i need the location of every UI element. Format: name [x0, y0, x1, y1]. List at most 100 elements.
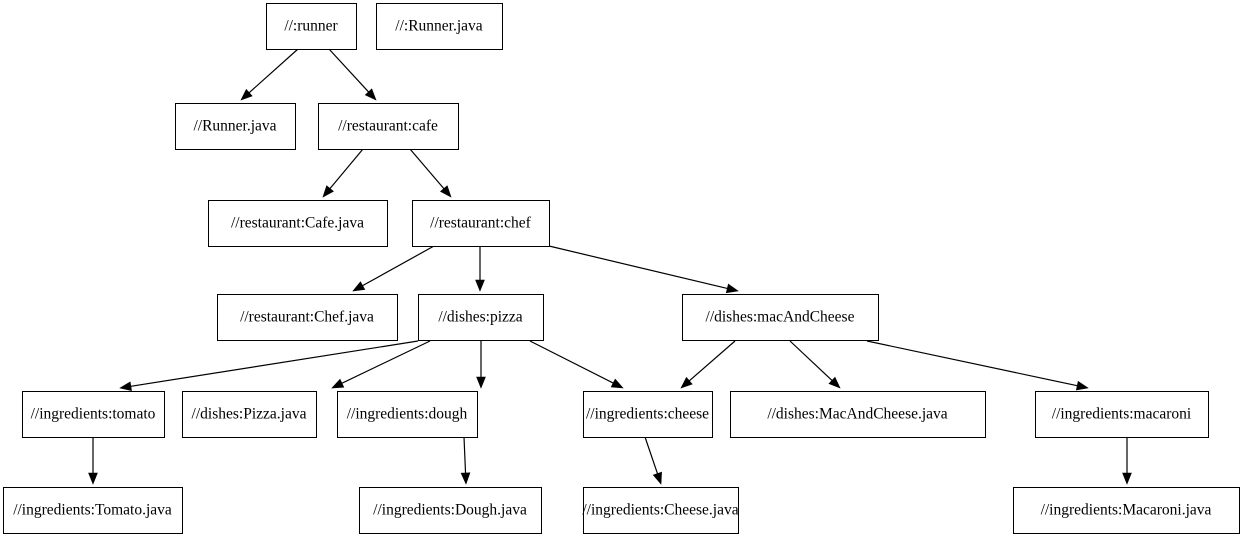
graph-node-ing_dough[interactable]: //ingredients:dough: [336, 390, 479, 439]
graph-edge: [88, 437, 98, 485]
edge-line: [688, 340, 736, 382]
node-box[interactable]: [582, 486, 740, 535]
graph-node-runner_java[interactable]: //Runner.java: [174, 102, 297, 151]
node-box[interactable]: [336, 390, 479, 439]
edge-line: [529, 340, 614, 384]
edge-line: [548, 245, 728, 290]
edge-arrowhead-icon: [460, 472, 471, 485]
edge-arrowhead-icon: [364, 88, 377, 101]
node-label: //ingredients:dough: [347, 406, 468, 423]
node-label: //ingredients:Macaroni.java: [1041, 502, 1212, 519]
node-label: //ingredients:Cheese.java: [582, 502, 738, 519]
edges-layer: [88, 48, 1132, 485]
node-label: //dishes:pizza: [438, 309, 522, 326]
edge-arrowhead-icon: [1075, 380, 1089, 391]
graph-node-ing_tomato[interactable]: //ingredients:tomato: [21, 390, 166, 439]
graph-node-dishes_mac[interactable]: //dishes:macAndCheese: [681, 293, 880, 342]
node-label: //dishes:MacAndCheese.java: [767, 406, 947, 423]
node-label: //:Runner.java: [395, 18, 483, 35]
edge-arrowhead-icon: [119, 381, 132, 392]
node-label: //restaurant:Chef.java: [240, 309, 374, 326]
node-label: //:runner: [284, 18, 338, 35]
graph-node-restaurant_cafe[interactable]: //restaurant:cafe: [317, 102, 460, 151]
graph-edge: [240, 48, 299, 101]
graph-edge: [866, 340, 1089, 391]
node-label: //Runner.java: [193, 118, 276, 135]
edge-arrowhead-icon: [725, 283, 739, 294]
graph-edge: [409, 148, 452, 198]
graph-edge: [331, 340, 431, 389]
graph-node-cheese_java[interactable]: //ingredients:Cheese.java: [582, 486, 740, 535]
node-label: //restaurant:cafe: [338, 118, 438, 135]
node-box[interactable]: [729, 390, 987, 439]
edge-arrowhead-icon: [439, 185, 452, 198]
graph-edge: [475, 246, 485, 292]
graph-edge: [352, 245, 435, 292]
graph-edge: [119, 340, 419, 392]
edge-line: [789, 340, 833, 381]
edge-arrowhead-icon: [88, 472, 98, 485]
edge-arrowhead-icon: [652, 471, 662, 485]
graph-node-tomato_java[interactable]: //ingredients:Tomato.java: [2, 486, 184, 535]
node-label: //restaurant:Cafe.java: [231, 215, 364, 232]
edge-line: [409, 148, 445, 190]
edge-line: [328, 48, 369, 93]
graph-edge: [1122, 437, 1132, 485]
graph-node-mac_java[interactable]: //dishes:MacAndCheese.java: [729, 390, 987, 439]
node-box[interactable]: [317, 102, 460, 151]
graph-node-chef_java[interactable]: //restaurant:Chef.java: [216, 293, 399, 342]
graph-node-ing_macaroni[interactable]: //ingredients:macaroni: [1034, 390, 1210, 439]
graph-node-runner_java_root[interactable]: //:Runner.java: [375, 2, 504, 51]
graph-edge: [644, 436, 662, 485]
graph-edge: [476, 341, 486, 389]
edge-line: [463, 436, 467, 474]
node-box[interactable]: [174, 102, 297, 151]
edge-arrowhead-icon: [475, 279, 485, 292]
node-box[interactable]: [2, 486, 184, 535]
graph-node-pizza_java[interactable]: //dishes:Pizza.java: [181, 390, 318, 439]
node-box[interactable]: [1034, 390, 1210, 439]
node-box[interactable]: [375, 2, 504, 51]
node-box[interactable]: [417, 293, 545, 342]
graph-node-macaroni_java[interactable]: //ingredients:Macaroni.java: [1012, 486, 1241, 535]
node-box[interactable]: [582, 390, 714, 439]
graph-node-cafe_java[interactable]: //restaurant:Cafe.java: [207, 199, 389, 248]
edge-arrowhead-icon: [331, 378, 345, 389]
edge-arrowhead-icon: [828, 376, 841, 389]
node-box[interactable]: [181, 390, 318, 439]
graph-edge: [460, 436, 471, 485]
edge-arrowhead-icon: [322, 185, 334, 198]
node-label: //restaurant:chef: [430, 215, 532, 232]
edge-line: [248, 48, 299, 94]
node-box[interactable]: [1012, 486, 1241, 535]
node-box[interactable]: [411, 199, 551, 248]
graph-edge: [529, 340, 624, 389]
node-label: //ingredients:macaroni: [1052, 406, 1192, 423]
edge-line: [130, 340, 419, 387]
node-box[interactable]: [681, 293, 880, 342]
node-label: //dishes:Pizza.java: [192, 406, 307, 423]
graph-node-ing_cheese[interactable]: //ingredients:cheese: [582, 390, 714, 439]
edge-line: [644, 436, 659, 474]
edge-line: [329, 148, 364, 189]
node-box[interactable]: [21, 390, 166, 439]
node-label: //dishes:macAndCheese: [706, 309, 855, 326]
edge-arrowhead-icon: [610, 378, 624, 389]
node-box[interactable]: [207, 199, 389, 248]
node-label: //ingredients:Dough.java: [373, 502, 527, 519]
graph-edge: [680, 340, 736, 389]
node-label: //ingredients:tomato: [31, 406, 156, 423]
graph-node-runner[interactable]: //:runner: [265, 2, 358, 51]
graph-node-dishes_pizza[interactable]: //dishes:pizza: [417, 293, 545, 342]
edge-arrowhead-icon: [352, 281, 366, 292]
node-box[interactable]: [265, 2, 358, 51]
edge-line: [866, 340, 1078, 387]
graph-edge: [322, 148, 364, 198]
node-box[interactable]: [216, 293, 399, 342]
graph-node-restaurant_chef[interactable]: //restaurant:chef: [411, 199, 551, 248]
node-box[interactable]: [358, 486, 543, 535]
graph-node-dough_java[interactable]: //ingredients:Dough.java: [358, 486, 543, 535]
